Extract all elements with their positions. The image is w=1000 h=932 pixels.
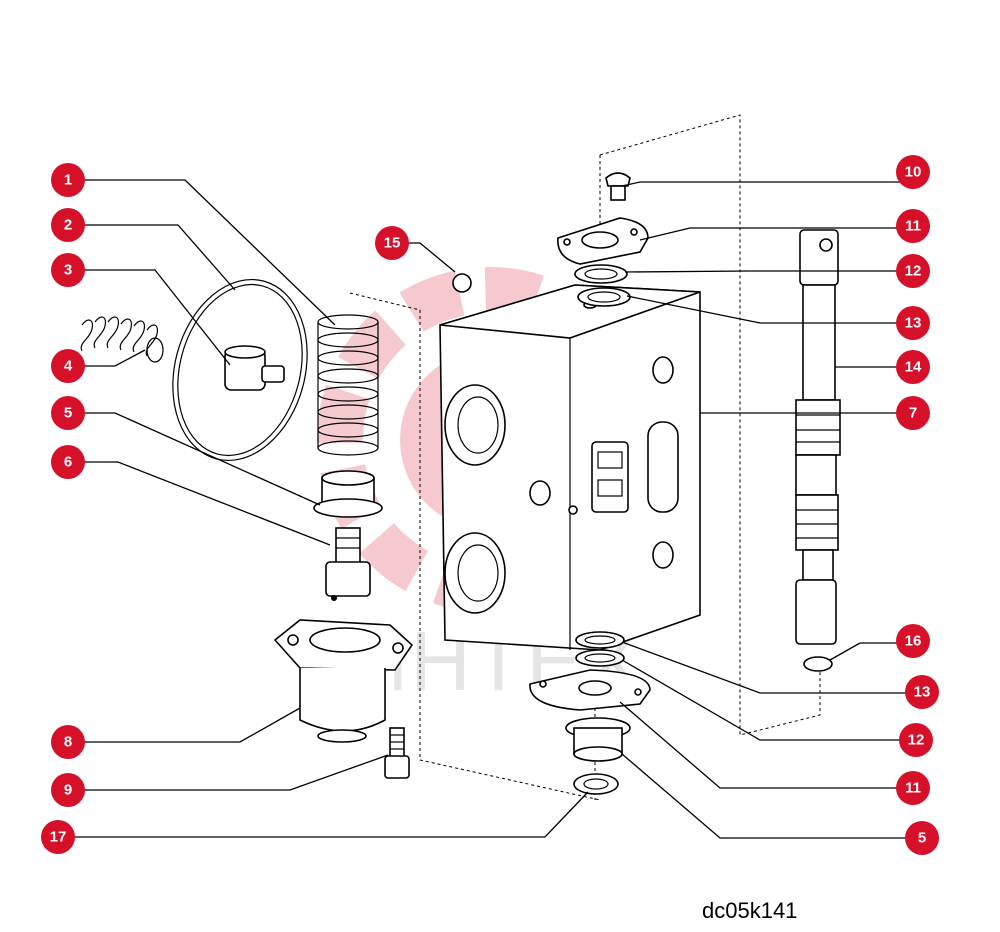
svg-text:11: 11 bbox=[905, 218, 921, 235]
callout-13-upper: 13 bbox=[896, 306, 930, 340]
callout-8: 8 bbox=[51, 725, 85, 759]
valve-poppet bbox=[325, 527, 371, 601]
svg-text:8: 8 bbox=[64, 734, 72, 751]
svg-text:17: 17 bbox=[50, 829, 67, 846]
callout-3: 3 bbox=[51, 253, 85, 287]
callout-12-lower: 12 bbox=[899, 723, 933, 757]
svg-text:16: 16 bbox=[905, 633, 922, 650]
callout-2: 2 bbox=[51, 208, 85, 242]
svg-text:14: 14 bbox=[905, 359, 922, 376]
spring-small bbox=[80, 316, 164, 363]
drawing-code: dc05k141 bbox=[702, 898, 798, 923]
rings-top bbox=[574, 264, 631, 307]
spring-cap bbox=[224, 345, 285, 391]
svg-text:5: 5 bbox=[918, 830, 926, 847]
washer bbox=[573, 773, 619, 795]
callout-10: 10 bbox=[896, 155, 930, 189]
rings-bottom bbox=[575, 631, 625, 667]
svg-text:12: 12 bbox=[905, 263, 922, 280]
ball bbox=[452, 273, 472, 293]
callout-11-lower: 11 bbox=[896, 771, 930, 805]
screw-top bbox=[605, 172, 631, 201]
circlip bbox=[803, 656, 833, 672]
svg-text:12: 12 bbox=[908, 732, 925, 749]
leader-lines bbox=[58, 179, 913, 839]
svg-text:13: 13 bbox=[914, 684, 931, 701]
callout-5-upper: 5 bbox=[51, 396, 85, 430]
svg-text:1: 1 bbox=[64, 172, 72, 189]
svg-text:15: 15 bbox=[384, 235, 401, 252]
valve-body bbox=[439, 284, 701, 651]
callout-16: 16 bbox=[896, 624, 930, 658]
callout-13-lower: 13 bbox=[905, 675, 939, 709]
callout-14: 14 bbox=[896, 350, 930, 384]
callout-17: 17 bbox=[41, 820, 75, 854]
svg-text:2: 2 bbox=[64, 217, 72, 234]
callout-1: 1 bbox=[51, 163, 85, 197]
callout-6: 6 bbox=[51, 445, 85, 479]
svg-text:11: 11 bbox=[905, 780, 921, 797]
callout-11-upper: 11 bbox=[896, 209, 930, 243]
svg-text:7: 7 bbox=[909, 405, 917, 422]
cover-flange bbox=[273, 619, 414, 743]
svg-text:5: 5 bbox=[64, 405, 72, 422]
bushing-upper bbox=[313, 470, 383, 518]
spool bbox=[795, 229, 841, 645]
flange-plate-bottom bbox=[529, 669, 651, 711]
bushing-lower bbox=[565, 717, 631, 762]
callout-4: 4 bbox=[51, 349, 85, 383]
svg-text:4: 4 bbox=[64, 358, 73, 375]
svg-text:6: 6 bbox=[64, 454, 72, 471]
svg-text:3: 3 bbox=[64, 262, 72, 279]
flange-plate-top bbox=[557, 217, 649, 265]
callout-7: 7 bbox=[896, 396, 930, 430]
callout-9: 9 bbox=[51, 773, 85, 807]
svg-text:13: 13 bbox=[905, 315, 922, 332]
bolt bbox=[384, 727, 410, 779]
callout-5-lower: 5 bbox=[905, 821, 939, 855]
svg-text:10: 10 bbox=[905, 164, 922, 181]
svg-text:9: 9 bbox=[64, 782, 72, 799]
callout-12-upper: 12 bbox=[896, 254, 930, 288]
callout-15: 15 bbox=[375, 226, 409, 260]
spring-large bbox=[317, 314, 379, 456]
